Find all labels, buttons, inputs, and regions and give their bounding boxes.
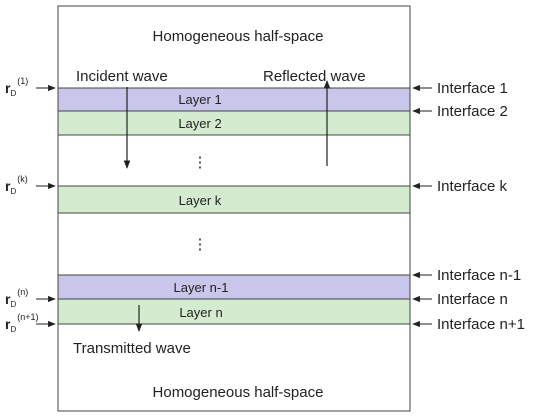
layer-1-label: Layer 1	[178, 92, 221, 107]
interface-n-minus-1-label: Interface n-1	[437, 267, 521, 284]
layer-k-label: Layer k	[179, 193, 222, 208]
top-half-space-label: Homogeneous half-space	[153, 28, 324, 45]
layer-n-band	[57, 298, 411, 325]
layer-n-minus-1-label: Layer n-1	[174, 280, 229, 295]
receiver-1-label: rD(1)	[5, 76, 28, 98]
transmitted-wave-label: Transmitted wave	[73, 340, 191, 357]
interface-n-plus-1-label: Interface n+1	[437, 316, 525, 333]
reflected-wave-label: Reflected wave	[263, 68, 366, 85]
interface-1-label: Interface 1	[437, 80, 508, 97]
layer-n-label: Layer n	[179, 305, 222, 320]
interface-k-label: Interface k	[437, 178, 508, 195]
layer-2-band	[57, 110, 411, 136]
layer-1-band	[57, 87, 411, 112]
interface-n-label: Interface n	[437, 291, 508, 308]
layer-n-minus-1-band	[57, 274, 411, 300]
receiver-n-label: rD(n)	[5, 287, 28, 309]
bottom-half-space-label: Homogeneous half-space	[153, 384, 324, 401]
ellipsis-lower: ⋮	[193, 236, 208, 253]
receiver-n-plus-1-label: rD(n+1)	[5, 312, 39, 334]
receiver-k-label: rD(k)	[5, 174, 28, 196]
layer-2-label: Layer 2	[178, 116, 221, 131]
incident-wave-label: Incident wave	[76, 68, 168, 85]
layer-k-band	[57, 185, 411, 214]
interface-2-label: Interface 2	[437, 103, 508, 120]
ellipsis-upper: ⋮	[193, 154, 208, 171]
